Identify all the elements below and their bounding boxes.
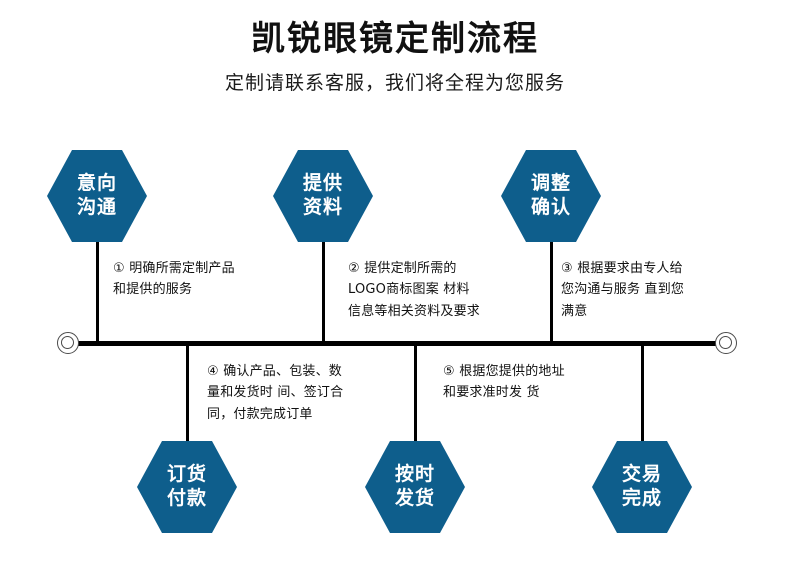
step-description-5: ⑤ 根据您提供的地址 和要求准时发 货: [443, 361, 643, 404]
step-5-text-1: 根据您提供的地址: [459, 364, 565, 379]
step-2-text-1: 提供定制所需的: [364, 261, 457, 276]
flow-node-5-line2: 发货: [394, 487, 435, 509]
flow-node-provide-materials[interactable]: 提供 资料: [273, 150, 373, 242]
step-2-text-2: LOGO商标图案 材料: [348, 282, 470, 298]
step-description-3: ③ 根据要求由专人给 您沟通与服务 直到您 满意: [561, 258, 761, 322]
step-4-line-1: ④ 确认产品、包装、数: [207, 361, 417, 382]
connector-node-2: [322, 240, 325, 343]
step-2-marker: ②: [348, 261, 360, 276]
flow-node-3-line2: 确认: [530, 196, 571, 218]
timeline-left-endpoint-icon: [57, 332, 79, 354]
flow-node-adjust-confirm[interactable]: 调整 确认: [501, 150, 601, 242]
step-3-text-2: 您沟通与服务 直到您: [561, 282, 685, 298]
flow-node-2-line1: 提供: [302, 172, 343, 195]
connector-node-5: [414, 344, 417, 442]
step-5-marker: ⑤: [443, 364, 455, 379]
connector-node-6: [641, 344, 644, 442]
header: 凯锐眼镜定制流程 定制请联系客服，我们将全程为您服务: [0, 18, 790, 95]
step-3-marker: ③: [561, 261, 573, 276]
flow-node-6-line2: 完成: [621, 487, 662, 509]
step-3-line-1: ③ 根据要求由专人给: [561, 258, 761, 279]
timeline-axis: [68, 341, 722, 346]
step-1-marker: ①: [113, 261, 125, 276]
flow-node-2-line2: 资料: [302, 196, 343, 218]
step-4-text-3: 同，付款完成订单: [207, 406, 313, 422]
step-description-2: ② 提供定制所需的 LOGO商标图案 材料 信息等相关资料及要求: [348, 258, 548, 322]
flow-node-on-time-shipping[interactable]: 按时 发货: [365, 441, 465, 533]
page-title: 凯锐眼镜定制流程: [251, 19, 539, 59]
flow-node-3-line1: 调整: [530, 172, 571, 195]
flow-node-1-line1: 意向: [76, 172, 117, 195]
step-4-text-2: 量和发货时 间、签订合: [207, 385, 344, 401]
connector-node-4: [186, 344, 189, 442]
step-5-text-2: 和要求准时发 货: [443, 385, 540, 401]
step-4-marker: ④: [207, 364, 219, 379]
step-3-text-1: 根据要求由专人给: [577, 261, 683, 276]
timeline-right-endpoint-icon: [715, 332, 737, 354]
step-2-line-1: ② 提供定制所需的: [348, 258, 548, 279]
step-description-1: ① 明确所需定制产品 和提供的服务: [113, 258, 313, 301]
flow-node-4-line1: 订货: [166, 463, 207, 486]
connector-node-3: [550, 240, 553, 343]
step-description-4: ④ 确认产品、包装、数 量和发货时 间、签订合 同，付款完成订单: [207, 361, 417, 425]
step-4-text-1: 确认产品、包装、数: [223, 364, 343, 379]
flow-node-intention-communication[interactable]: 意向 沟通: [47, 150, 147, 242]
step-5-line-1: ⑤ 根据您提供的地址: [443, 361, 643, 382]
flow-node-transaction-complete[interactable]: 交易 完成: [592, 441, 692, 533]
step-2-text-3: 信息等相关资料及要求: [348, 303, 481, 319]
step-1-text-2: 和提供的服务: [113, 282, 193, 298]
step-3-text-3: 满意: [561, 303, 588, 319]
flow-node-4-line2: 付款: [166, 487, 207, 509]
flow-node-1-line2: 沟通: [76, 196, 117, 218]
step-1-text-1: 明确所需定制产品: [129, 261, 235, 276]
connector-node-1: [96, 240, 99, 343]
flow-node-5-line1: 按时: [394, 463, 435, 486]
flow-node-6-line1: 交易: [621, 463, 662, 486]
flow-node-order-payment[interactable]: 订货 付款: [137, 441, 237, 533]
page-subtitle: 定制请联系客服，我们将全程为您服务: [224, 71, 565, 94]
step-1-line-1: ① 明确所需定制产品: [113, 258, 313, 279]
